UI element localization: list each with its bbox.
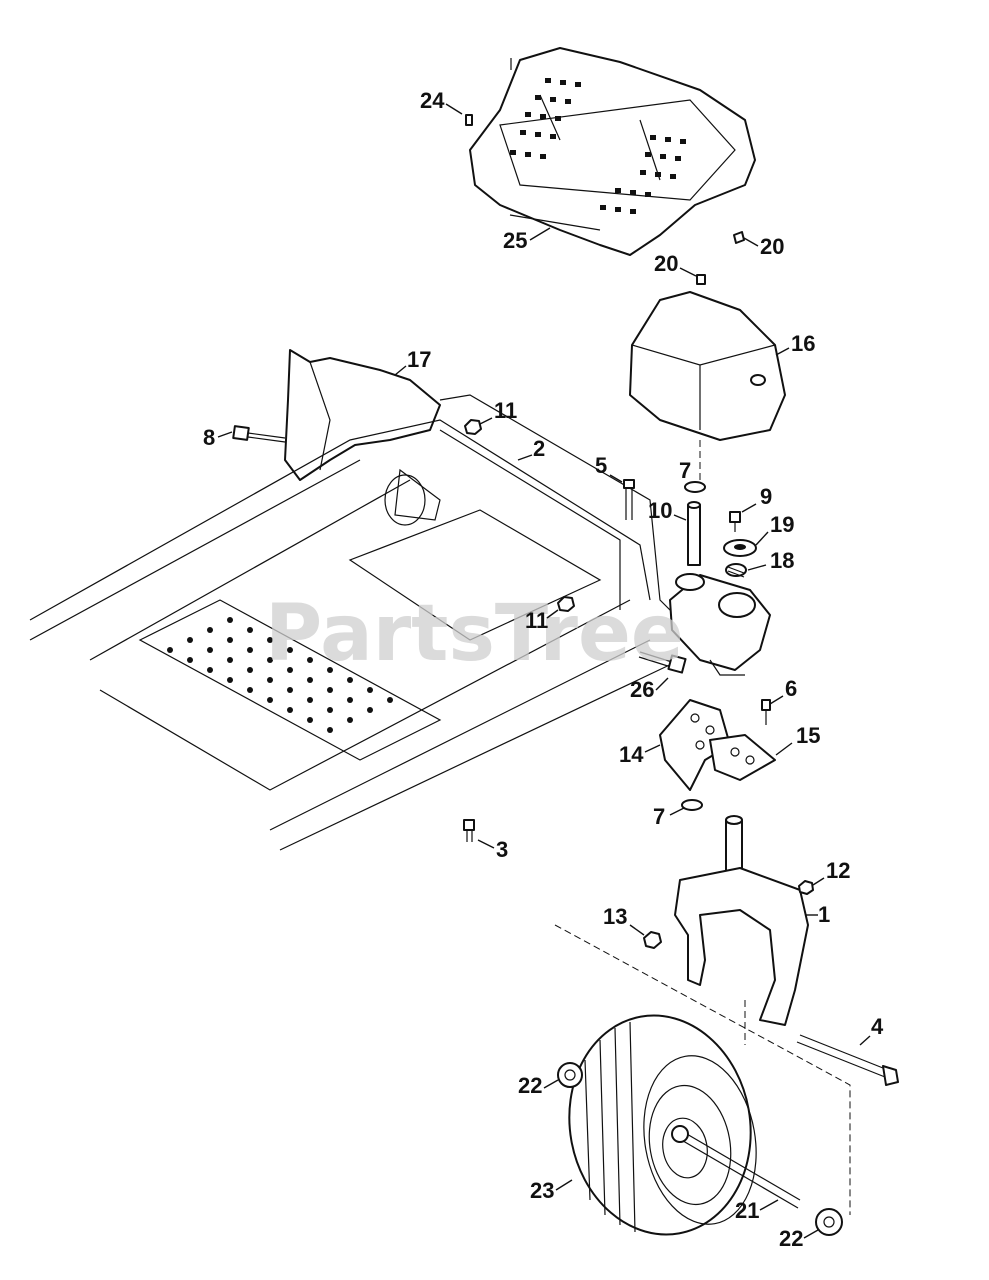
callout-14: 14	[619, 742, 644, 767]
callout-6: 6	[785, 676, 797, 701]
screw-20b	[733, 231, 745, 244]
bolt-5	[623, 479, 635, 520]
screw-24	[465, 58, 512, 126]
bolt-8	[232, 425, 286, 443]
chassis-frame	[29, 394, 681, 851]
callout-16: 16	[791, 331, 815, 356]
nut-13	[643, 931, 662, 949]
spacer-22b	[815, 1208, 843, 1236]
foot-plate-holes	[510, 78, 686, 214]
callout-13: 13	[603, 904, 627, 929]
callout-10: 10	[648, 498, 672, 523]
washer-7a	[684, 481, 706, 493]
callout-26: 26	[630, 677, 654, 702]
callout-1: 1	[818, 902, 830, 927]
callout-22b: 22	[779, 1226, 803, 1251]
index-plate-15	[709, 734, 776, 781]
callout-7b: 7	[653, 804, 665, 829]
nut-11b	[557, 596, 575, 612]
spring-18	[725, 563, 747, 578]
pivot-bracket	[669, 573, 771, 676]
callout-7a: 7	[679, 458, 691, 483]
callout-4: 4	[871, 1014, 884, 1039]
callout-11b: 11	[525, 608, 548, 633]
callout-11a: 11	[494, 398, 517, 423]
bolt-9	[729, 511, 741, 532]
nut-11a	[464, 419, 482, 435]
wheel-23	[568, 1014, 757, 1236]
callout-12: 12	[826, 858, 850, 883]
deck-holes	[167, 617, 393, 733]
spacer-10	[687, 501, 701, 566]
watermark: PartsTree	[265, 589, 684, 679]
callout-9: 9	[760, 484, 772, 509]
callout-5: 5	[595, 453, 607, 478]
callout-18: 18	[770, 548, 794, 573]
callout-20b: 20	[760, 234, 784, 259]
callout-23: 23	[530, 1178, 554, 1203]
callout-22a: 22	[518, 1073, 542, 1098]
callout-19: 19	[770, 512, 794, 537]
axle-sleeve-21	[671, 1125, 801, 1209]
bolt-6	[761, 699, 771, 725]
washer-7b	[681, 799, 703, 811]
callout-15: 15	[796, 723, 820, 748]
spacer-22a	[557, 1062, 583, 1088]
bearing-19	[723, 539, 757, 557]
callout-3: 3	[496, 837, 508, 862]
callout-2: 2	[533, 436, 545, 461]
callouts: 1 2 3 4 5 6 7 7 8 9 10 11 11 12 13 14 15	[203, 88, 884, 1251]
screw-20a	[696, 274, 706, 285]
caster-cover-16	[629, 291, 786, 441]
caster-fork-1	[674, 815, 809, 1026]
drive-cover-17	[284, 349, 441, 481]
callout-24: 24	[420, 88, 445, 113]
bolt-3	[463, 819, 475, 842]
nut-12	[798, 880, 814, 895]
assembly-line-axle	[554, 924, 851, 1215]
callout-20a: 20	[654, 251, 678, 276]
callout-25: 25	[503, 228, 527, 253]
axle-bolt-4	[796, 1034, 899, 1086]
bolt-26	[638, 651, 687, 674]
foot-plate-25	[469, 47, 756, 256]
callout-17: 17	[407, 347, 431, 372]
callout-21: 21	[735, 1198, 759, 1223]
callout-8: 8	[203, 425, 215, 450]
